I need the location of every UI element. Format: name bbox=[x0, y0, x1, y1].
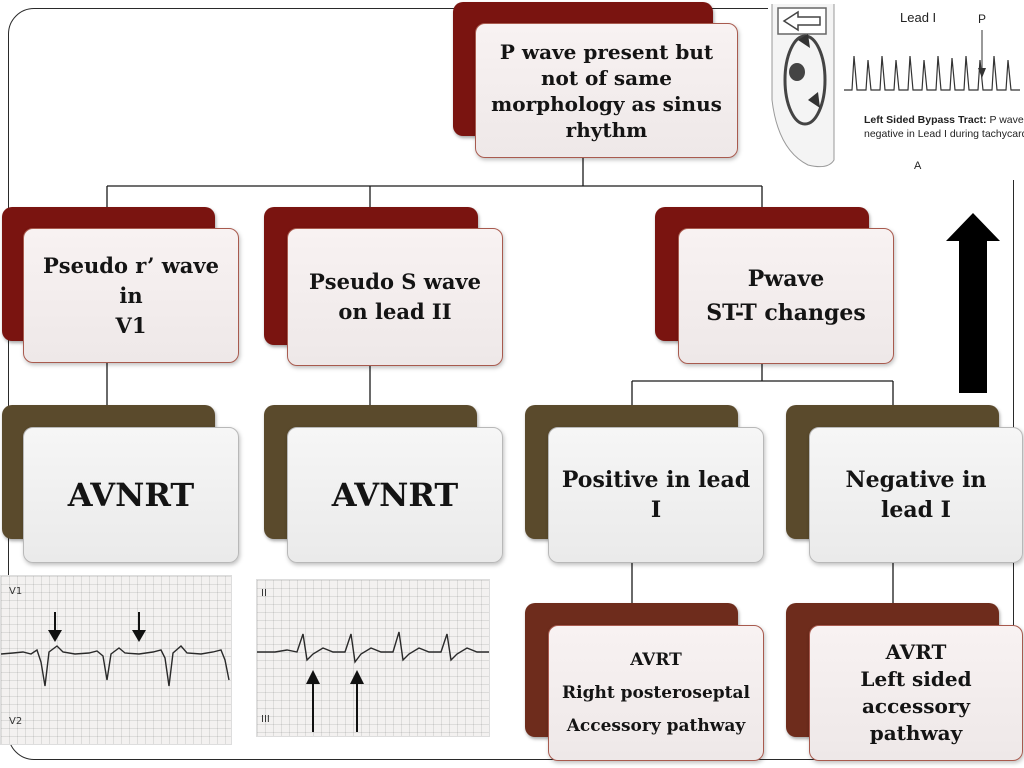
ecg-trace-lead-ii bbox=[257, 631, 489, 732]
insert-p-label: P bbox=[978, 12, 987, 26]
ecg-lead-label-iii: III bbox=[261, 714, 270, 725]
bypass-tract-figure: Lead I P Left Sided Bypass Tract: P wave… bbox=[768, 0, 1024, 180]
insert-caption-line2: negative in Lead I during tachycardia bbox=[864, 128, 1024, 140]
insert-panel-label: A bbox=[914, 160, 922, 172]
up-arrow-icon bbox=[946, 213, 1000, 393]
heart-diagram bbox=[771, 4, 1020, 168]
ecg-lead-label-v2: V2 bbox=[9, 716, 23, 727]
right-connectors bbox=[631, 364, 894, 405]
ecg-lead-label-v1: V1 bbox=[9, 586, 23, 597]
ecg-strip-v1: V1 V2 bbox=[0, 575, 232, 745]
ecg-lead-label-ii: II bbox=[261, 588, 267, 599]
ecg-strip-lead-ii: II III bbox=[256, 579, 490, 737]
insert-lead-label: Lead I bbox=[900, 10, 937, 25]
ecg-trace-v1 bbox=[1, 612, 230, 687]
root-connectors bbox=[106, 158, 763, 207]
insert-caption: Left Sided Bypass Tract: P waves are bbox=[864, 114, 1024, 126]
